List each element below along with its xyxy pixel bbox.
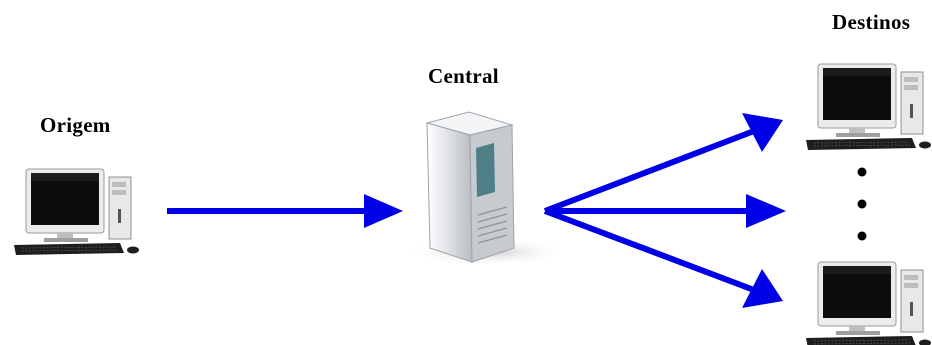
origin-computer-icon	[13, 168, 140, 256]
arrow-origin-to-central	[167, 194, 403, 228]
destination-computer-bottom-icon	[805, 261, 932, 345]
central-server-icon	[406, 111, 570, 266]
arrow-central-to-destination-top	[543, 113, 783, 214]
arrow-central-to-destination-bottom	[543, 208, 783, 308]
arrow-central-to-destination-middle	[545, 194, 786, 228]
destination-computer-top-icon	[805, 63, 932, 151]
vertical-ellipsis-icon	[857, 167, 867, 241]
destinations-label: Destinos	[832, 10, 911, 34]
origin-label: Origem	[40, 113, 111, 137]
central-label: Central	[428, 64, 499, 88]
